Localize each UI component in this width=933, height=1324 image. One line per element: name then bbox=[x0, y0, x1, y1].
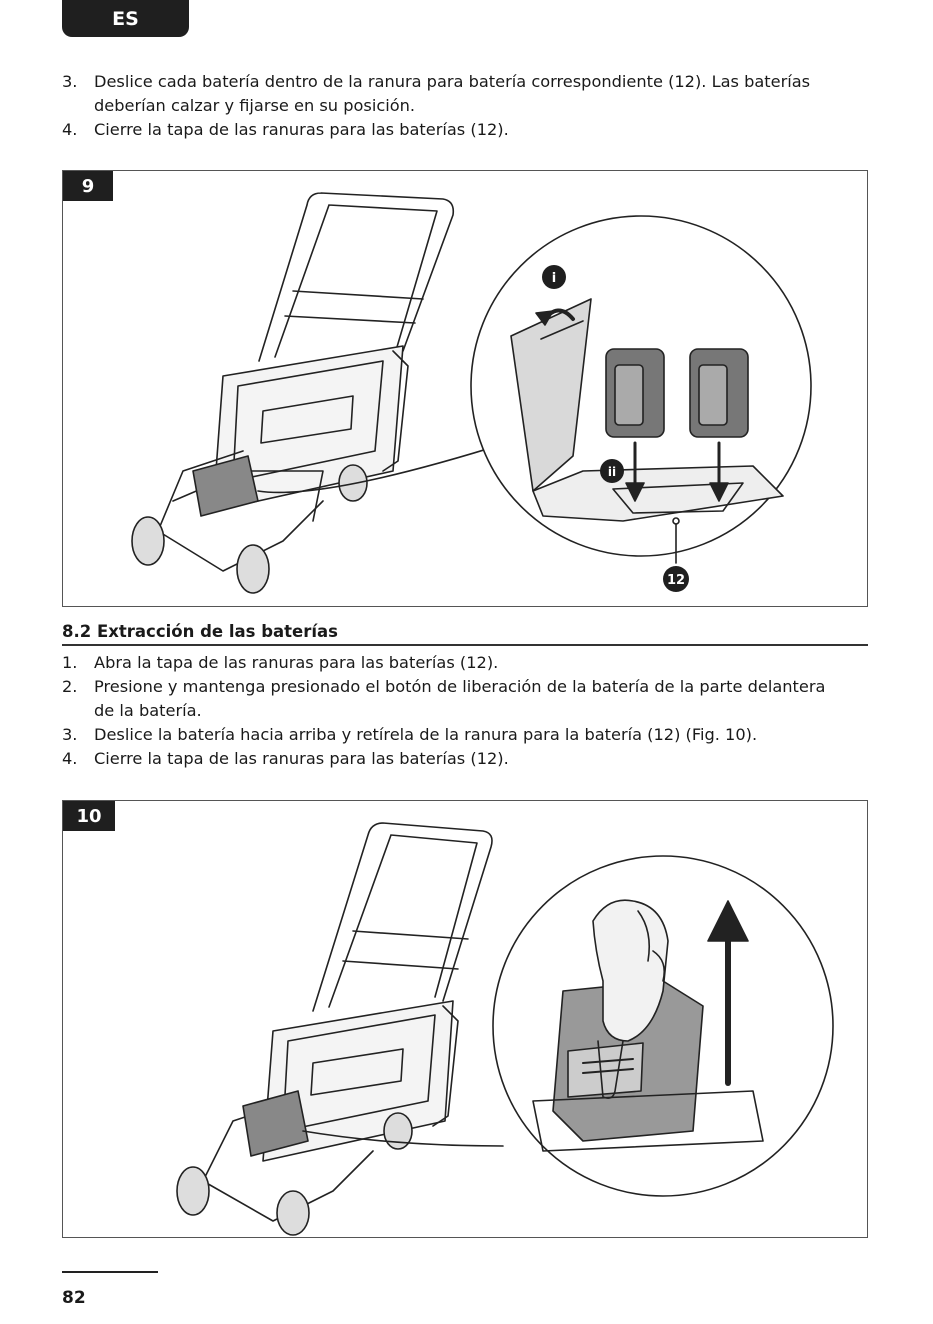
figure-number-label: 10 bbox=[63, 801, 115, 831]
list-item: 1.Abra la tapa de las ranuras para las b… bbox=[62, 653, 499, 672]
figure-number-label: 9 bbox=[63, 171, 113, 201]
list-item: 3.Deslice la batería hacia arriba y retí… bbox=[62, 725, 758, 744]
callout-i-label: i bbox=[552, 271, 556, 286]
callout-ii-marker bbox=[600, 459, 624, 483]
part-number-label: 12 bbox=[667, 573, 685, 588]
callout-i-marker bbox=[542, 265, 566, 289]
list-item: 3.Deslice cada batería dentro de la ranu… bbox=[62, 72, 811, 115]
callout-ii-label: ii bbox=[608, 465, 616, 479]
list-item: 4.Cierre la tapa de las ranuras para las… bbox=[62, 120, 509, 139]
figure-10: 10 bbox=[62, 800, 868, 1238]
part-number-marker bbox=[663, 566, 689, 592]
mower-battery-remove-illustration bbox=[176, 822, 834, 1236]
page-number: 82 bbox=[62, 1288, 86, 1308]
language-tab: ES bbox=[62, 0, 189, 37]
steps-list-top: 3.Deslice cada batería dentro de la ranu… bbox=[62, 70, 822, 142]
section-heading: 8.2 Extracción de las baterías bbox=[62, 622, 868, 646]
list-item: 4.Cierre la tapa de las ranuras para las… bbox=[62, 749, 509, 768]
mower-battery-insert-illustration: i ii 12 bbox=[131, 192, 812, 594]
list-item: 2.Presione y mantenga presionado el botó… bbox=[62, 677, 826, 720]
steps-list-removal: 1.Abra la tapa de las ranuras para las b… bbox=[62, 651, 842, 771]
figure-9: i ii 12 9 bbox=[62, 170, 868, 607]
footer-rule bbox=[62, 1271, 158, 1273]
